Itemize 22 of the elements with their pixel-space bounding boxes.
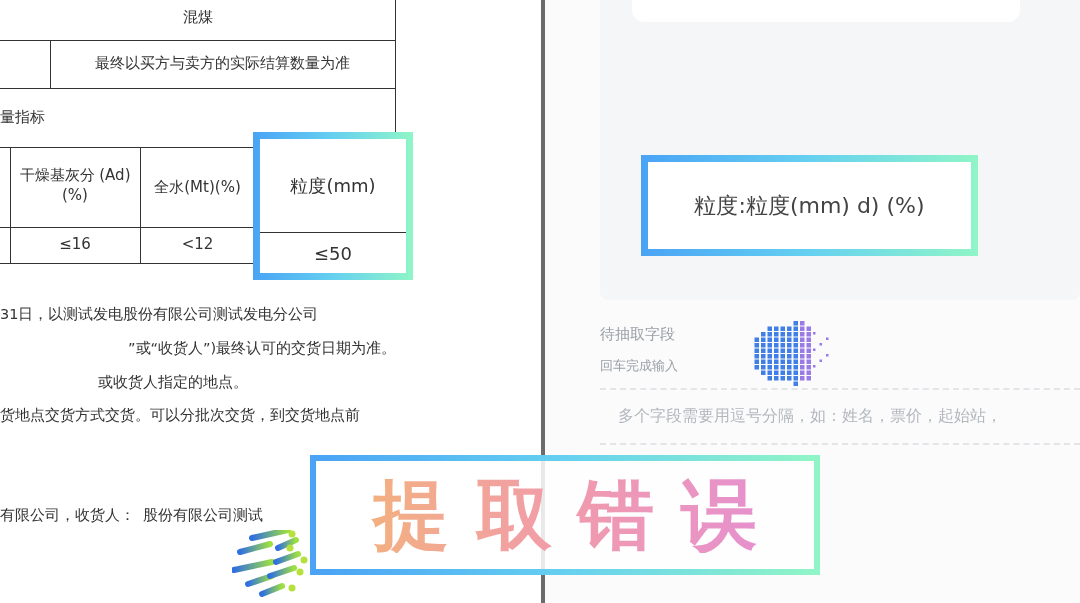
field-label: 待抽取字段 [600,324,676,345]
body-text: 31日，以测试发电股份有限公司测试发电分公司 [0,305,320,324]
table-text: 全水(Mt)(%) [153,178,242,198]
table-text: 量指标 [0,108,46,128]
table-text: 混煤 [181,8,214,28]
value-text: ≤50 [314,241,352,266]
placeholder-text: 多个字段需要用逗号分隔，如：姓名，票价，起始站， [618,405,1003,427]
body-text: ”或“收货人”)最终认可的交货日期为准。 [128,339,398,358]
body-text: 或收货人指定的地点。 [98,373,249,392]
hint-text: 回车完成输入 [600,357,679,375]
table-text: <12 [180,235,215,255]
table-text: 最终以买方与卖方的实际结算数量为准 [94,54,351,74]
table-text: ≤16 [58,235,92,255]
body-text: 股份有限公司测试 [143,506,264,525]
highlight-frame [253,132,413,280]
extracted-value: 粒度:粒度(mm) d) (%) [694,192,925,220]
column-header: 粒度(mm) [290,174,376,198]
highlight-frame [641,155,978,256]
body-text: 有限公司，收货人： [0,506,136,525]
table-text: 干燥基灰分 (Ad)(%) [18,166,132,205]
body-text: 货地点交货方式交货。可以分批次交货，到交货地点前 [0,406,361,425]
error-banner [310,455,820,575]
